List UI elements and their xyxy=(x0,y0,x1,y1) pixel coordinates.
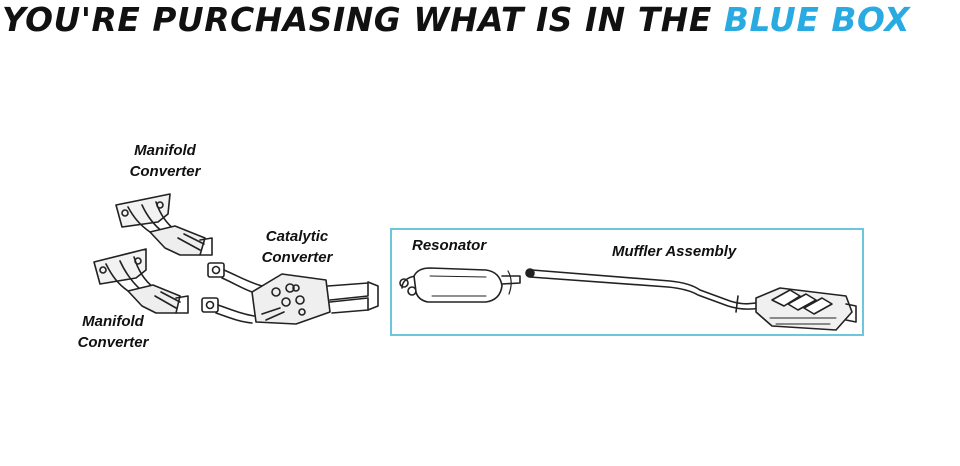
muffler-assembly-label: Muffler Assembly xyxy=(612,243,737,260)
manifold-top-line1: Manifold xyxy=(134,142,196,159)
headline-prefix: YOU'RE PURCHASING WHAT IS IN THE xyxy=(1,0,712,39)
catalytic-converter-label: Catalytic Converter xyxy=(242,226,352,268)
page-headline: YOU'RE PURCHASING WHAT IS IN THE BLUE BO… xyxy=(0,0,956,40)
resonator-label: Resonator xyxy=(412,237,487,254)
catalytic-line2: Converter xyxy=(261,249,333,266)
purchase-highlight-box xyxy=(390,228,864,336)
manifold-top-line2: Converter xyxy=(129,163,201,180)
manifold-converter-bottom-label: Manifold Converter xyxy=(58,311,168,353)
manifold-bottom-line1: Manifold xyxy=(82,313,144,330)
manifold-converter-top-label: Manifold Converter xyxy=(110,140,220,182)
manifold-converter-lower xyxy=(93,248,189,314)
catalytic-converter xyxy=(201,262,379,325)
muffler-assembly xyxy=(525,268,857,331)
headline-highlight: BLUE BOX xyxy=(723,0,911,39)
manifold-bottom-line2: Converter xyxy=(77,334,149,351)
catalytic-line1: Catalytic xyxy=(265,228,329,245)
resonator xyxy=(399,267,521,303)
manifold-converter-upper xyxy=(115,193,213,256)
